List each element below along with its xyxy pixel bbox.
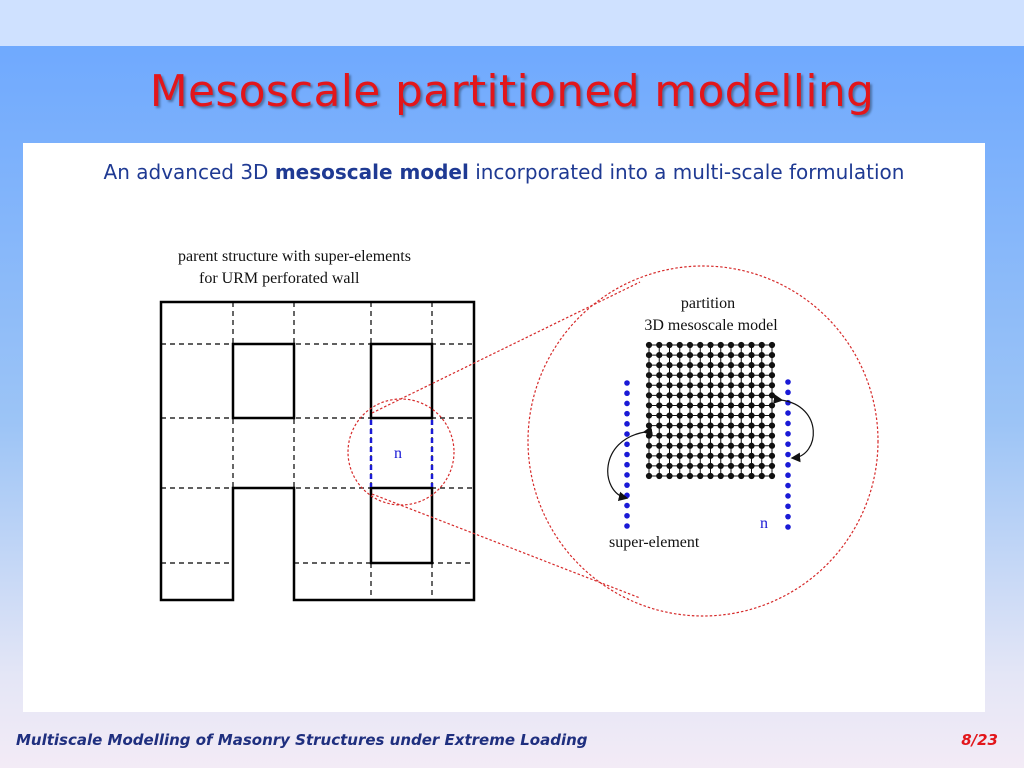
zoom-node-label: n xyxy=(760,515,768,532)
parent-label-line1: parent structure with super-elements xyxy=(178,248,411,265)
subtitle-text-bold: mesoscale model xyxy=(274,160,469,184)
top-band xyxy=(0,0,1024,46)
subtitle-text-before: An advanced 3D xyxy=(103,160,275,184)
footer-title: Multiscale Modelling of Masonry Structur… xyxy=(16,731,588,749)
parent-label-line2: for URM perforated wall xyxy=(199,270,360,287)
window-opening-left xyxy=(231,342,296,420)
window-opening-right-top xyxy=(369,342,434,420)
super-element-nodes-left xyxy=(624,380,630,529)
slide-subtitle: An advanced 3D mesoscale model incorpora… xyxy=(23,160,985,184)
page-number: 8/23 xyxy=(961,731,998,749)
subtitle-text-after: incorporated into a multi-scale formulat… xyxy=(468,160,905,184)
node-label: n xyxy=(394,445,402,462)
content-panel xyxy=(23,143,985,712)
zoom-connector-top xyxy=(371,281,641,414)
zoom-connector-bottom xyxy=(371,493,641,599)
wall-grid-dashed xyxy=(161,302,474,600)
slide-title: Mesoscale partitioned modelling xyxy=(149,66,875,117)
super-element-label: super-element xyxy=(609,534,700,551)
partition-label-line1: partition xyxy=(681,295,735,312)
large-zoom-circle xyxy=(527,265,879,617)
coupling-arrow-left xyxy=(607,426,653,502)
window-opening-right-bottom xyxy=(369,486,434,565)
coupling-arrow-right xyxy=(773,394,814,463)
mesoscale-mesh xyxy=(645,341,776,480)
partition-label-line2: 3D mesoscale model xyxy=(644,317,778,334)
wall-outline xyxy=(159,300,476,602)
